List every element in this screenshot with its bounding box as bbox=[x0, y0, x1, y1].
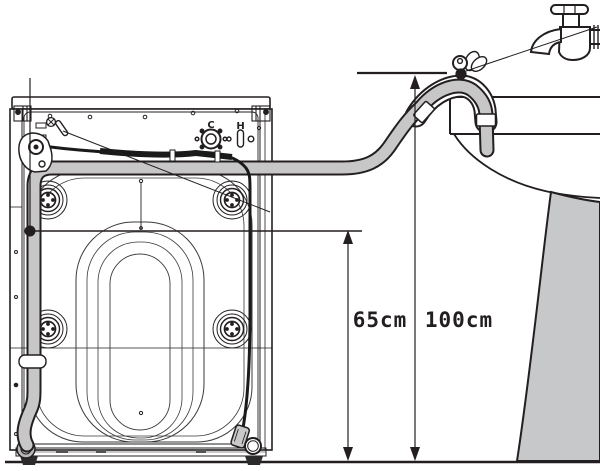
machine-leader-line bbox=[62, 130, 271, 213]
sink-icon bbox=[449, 96, 600, 462]
drain-hose bbox=[16, 50, 498, 459]
faucet-leader-line bbox=[465, 26, 598, 72]
hose-elbow-retainer bbox=[18, 132, 53, 173]
hot-inlet-label: H bbox=[236, 121, 244, 132]
top-right-bracket bbox=[251, 105, 271, 122]
pump-filter bbox=[244, 437, 262, 455]
label-65cm: 65cm bbox=[353, 308, 408, 332]
measurement-arrow-65 bbox=[24, 78, 362, 461]
hose-collar bbox=[413, 100, 435, 124]
machine-base bbox=[15, 447, 267, 465]
top-left-fittings bbox=[35, 116, 69, 141]
sink-bowl-curve bbox=[453, 133, 600, 199]
top-left-bracket bbox=[13, 105, 32, 122]
back-panel bbox=[23, 111, 259, 445]
cold-inlet-label: C bbox=[207, 120, 214, 131]
hose-tie-clip bbox=[452, 50, 488, 80]
power-plug bbox=[230, 424, 251, 449]
hook-clip bbox=[55, 120, 69, 137]
faucet-icon bbox=[529, 4, 600, 62]
machine-lid bbox=[11, 96, 271, 110]
hot-inlet-valve: H bbox=[226, 121, 255, 148]
hose-clip bbox=[18, 354, 47, 369]
transit-bolt bbox=[212, 309, 252, 349]
hose-collar bbox=[475, 113, 497, 127]
label-100cm: 100cm bbox=[425, 308, 493, 332]
sink-pedestal bbox=[515, 190, 600, 462]
measurement-arrow-100 bbox=[357, 71, 447, 461]
machine-foot bbox=[245, 456, 263, 465]
power-cord bbox=[41, 144, 262, 455]
